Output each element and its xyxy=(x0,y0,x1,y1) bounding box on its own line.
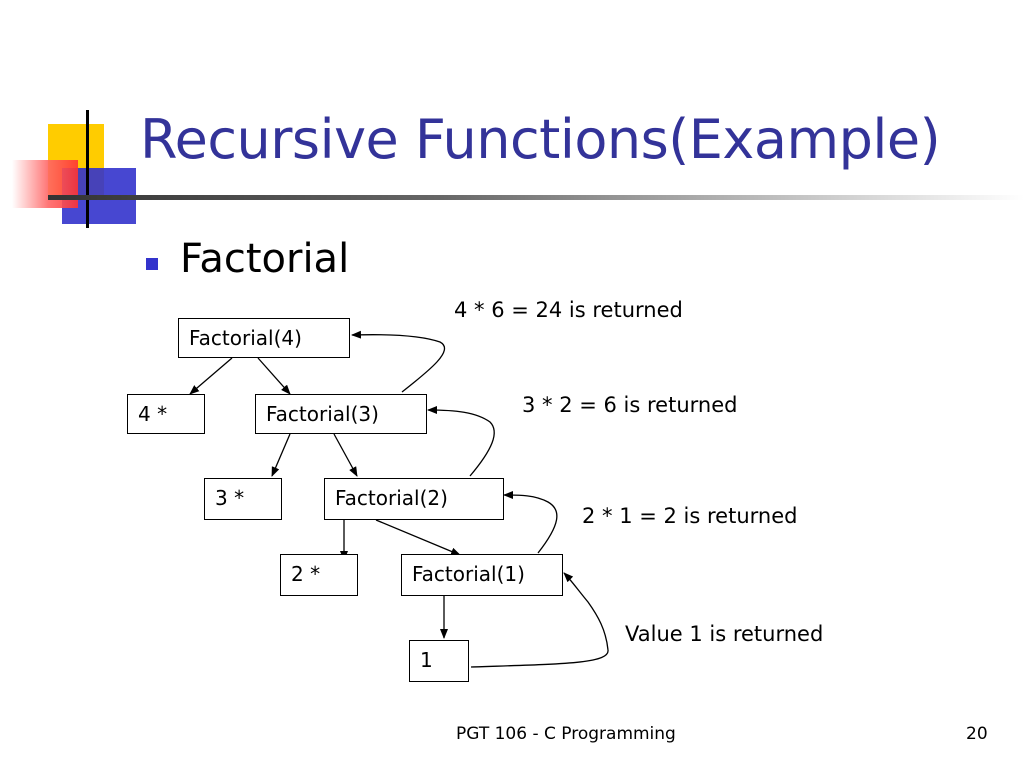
factorial-4-box: Factorial(4) xyxy=(178,318,350,358)
footer-course: PGT 106 - C Programming xyxy=(456,724,676,744)
multiplier-2-box: 2 * xyxy=(280,554,358,596)
return-note-r1: Value 1 is returned xyxy=(625,622,824,646)
return-arrow-r1 xyxy=(470,572,609,668)
return-arrow-r3 xyxy=(427,406,495,477)
factorial-3-box: Factorial(3) xyxy=(255,394,427,434)
multiplier-3-box: 3 * xyxy=(204,478,282,520)
return-arrow-r4 xyxy=(351,330,446,393)
return-note-r4: 4 * 6 = 24 is returned xyxy=(454,298,683,322)
call-arrow-f3-m3 xyxy=(271,433,291,477)
call-arrow-f3-f2 xyxy=(333,433,358,477)
call-arrow-f4-f3 xyxy=(257,357,291,395)
call-arrow-f4-m4 xyxy=(189,357,233,395)
base-value-box: 1 xyxy=(409,640,469,682)
bullet-marker xyxy=(146,258,158,270)
return-arrow-r2 xyxy=(503,491,558,554)
slide-title: Recursive Functions(Example) xyxy=(140,108,941,171)
slide-number: 20 xyxy=(966,724,988,744)
return-note-r3: 3 * 2 = 6 is returned xyxy=(522,393,738,417)
call-arrow-f2-f1 xyxy=(375,519,461,556)
deco-vertical-line xyxy=(86,110,89,228)
factorial-1-box: Factorial(1) xyxy=(401,554,563,596)
bullet-text: Factorial xyxy=(180,236,350,282)
multiplier-4-box: 4 * xyxy=(127,394,205,434)
title-underline xyxy=(48,195,1024,200)
factorial-2-box: Factorial(2) xyxy=(324,478,504,520)
deco-red-square xyxy=(12,160,78,208)
return-note-r2: 2 * 1 = 2 is returned xyxy=(582,504,798,528)
